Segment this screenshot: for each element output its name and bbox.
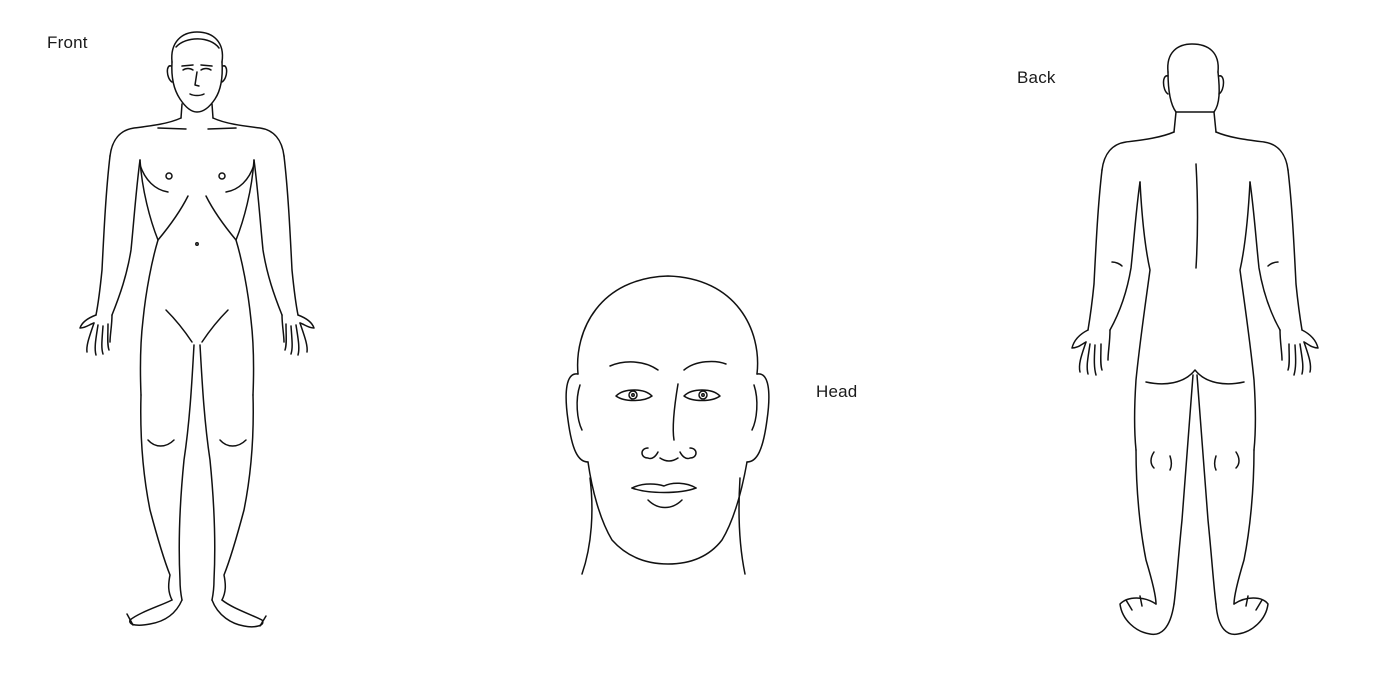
back-body-outline xyxy=(1072,44,1318,634)
